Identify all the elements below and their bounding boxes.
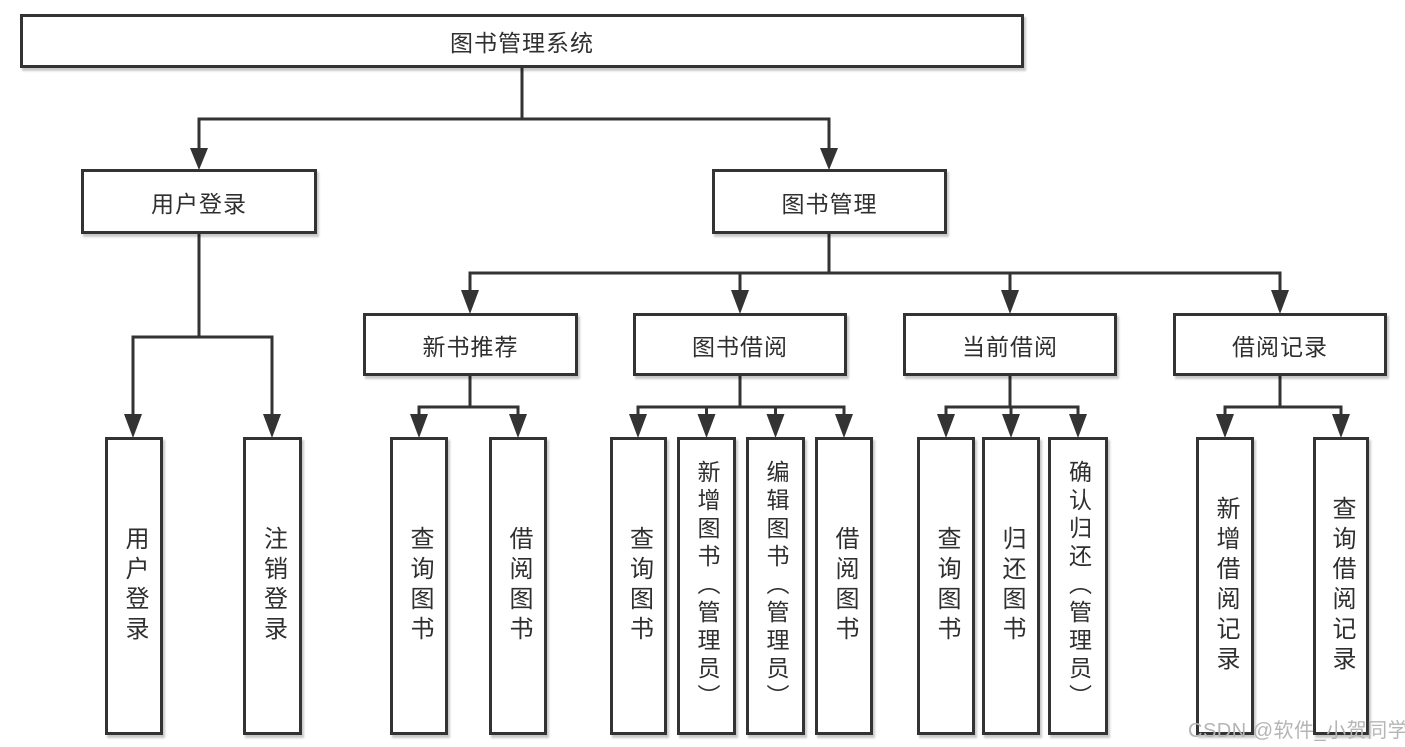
- node-current-borrow: 当前借阅: [903, 313, 1117, 376]
- leaf-label: 查询图书: [625, 526, 653, 646]
- node-label: 新书推荐: [422, 333, 519, 360]
- edge-root-to-level2: [190, 68, 838, 170]
- node-label: 图书借阅: [692, 333, 788, 360]
- edge-records-children: [1216, 376, 1350, 438]
- edge-user-login-children: [124, 234, 281, 438]
- leaf-label: 编辑图书（管理员）: [763, 460, 789, 712]
- leaf-borrow-add-books-admin: 新增图书（管理员）: [677, 437, 736, 735]
- leaf-user-login: 用户登录: [105, 437, 163, 735]
- csdn-watermark: CSDN @软件_小贺同学: [1188, 720, 1405, 742]
- edge-recommend-children: [410, 376, 527, 438]
- leaf-label: 注销登录: [259, 526, 287, 646]
- node-label: 图书管理: [781, 190, 878, 217]
- edge-borrow-children: [629, 376, 853, 438]
- edge-book-management-children: [461, 234, 1289, 314]
- node-book-borrow: 图书借阅: [633, 313, 847, 376]
- node-book-management: 图书管理: [712, 169, 947, 234]
- leaf-label: 确认归还（管理员）: [1065, 460, 1092, 712]
- node-label: 当前借阅: [962, 333, 1058, 360]
- leaf-label: 查询图书: [406, 526, 433, 646]
- leaf-label: 新增借阅记录: [1212, 496, 1239, 676]
- leaf-label: 借阅图书: [505, 526, 532, 646]
- leaf-borrow-query-books: 查询图书: [610, 437, 667, 735]
- leaf-recommend-query-books: 查询图书: [390, 437, 448, 735]
- leaf-borrow-edit-books-admin: 编辑图书（管理员）: [746, 437, 805, 735]
- leaf-label: 查询图书: [933, 526, 960, 646]
- leaf-label: 借阅图书: [831, 526, 858, 646]
- leaf-current-confirm-return-admin: 确认归还（管理员）: [1048, 437, 1108, 735]
- edge-current-children: [937, 376, 1087, 438]
- leaf-label: 查询借阅记录: [1328, 496, 1355, 676]
- leaf-records-add-borrow-record: 新增借阅记录: [1196, 437, 1254, 735]
- leaf-borrow-borrow-books: 借阅图书: [815, 437, 873, 735]
- node-library-management-system: 图书管理系统: [20, 14, 1024, 68]
- node-user-login: 用户登录: [81, 169, 317, 234]
- leaf-current-query-books: 查询图书: [917, 437, 975, 735]
- leaf-logout-login: 注销登录: [243, 437, 302, 735]
- leaf-records-query-borrow-record: 查询借阅记录: [1313, 437, 1369, 735]
- leaf-label: 用户登录: [121, 526, 148, 646]
- node-borrow-records: 借阅记录: [1173, 313, 1387, 376]
- leaf-recommend-borrow-books: 借阅图书: [489, 437, 547, 735]
- node-label: 图书管理系统: [450, 30, 594, 56]
- node-label: 用户登录: [151, 190, 247, 217]
- node-label: 借阅记录: [1232, 333, 1328, 360]
- leaf-label: 新增图书（管理员）: [694, 460, 720, 712]
- leaf-label: 归还图书: [998, 526, 1025, 646]
- leaf-current-return-books: 归还图书: [982, 437, 1040, 735]
- node-new-book-recommend: 新书推荐: [363, 313, 578, 376]
